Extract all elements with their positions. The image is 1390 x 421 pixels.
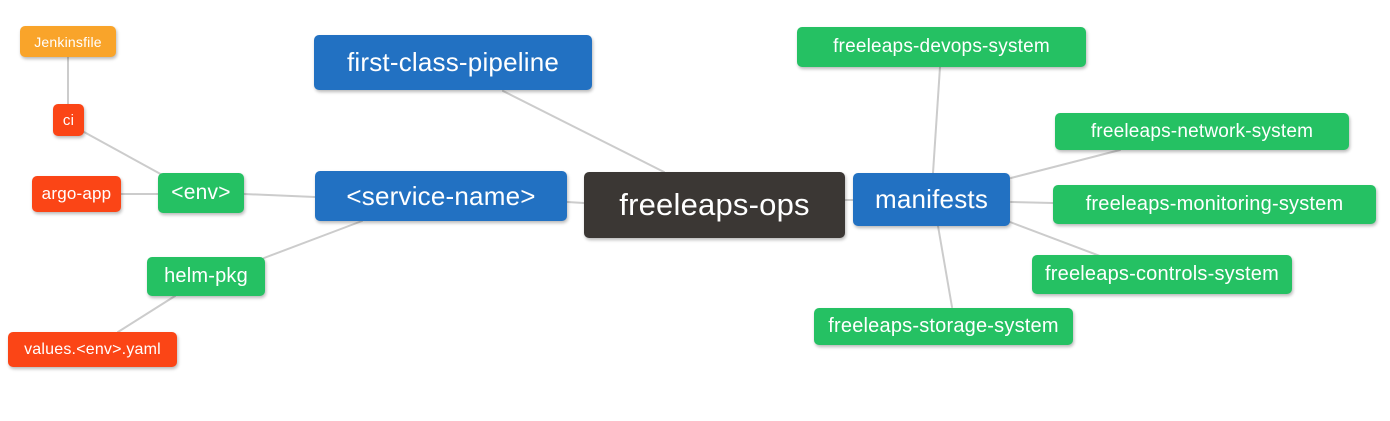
node-monitoring-system[interactable]: freeleaps-monitoring-system xyxy=(1053,185,1376,224)
edge-manifests-controls xyxy=(1009,221,1101,257)
node-argo-app[interactable]: argo-app xyxy=(32,176,121,212)
node-manifests[interactable]: manifests xyxy=(853,173,1010,226)
node-service-name[interactable]: <service-name> xyxy=(315,171,567,221)
node-jenkinsfile[interactable]: Jenkinsfile xyxy=(20,26,116,57)
edge-manifests-storage xyxy=(937,225,953,308)
edge-manifests-devops xyxy=(932,66,941,174)
node-storage-system[interactable]: freeleaps-storage-system xyxy=(814,308,1073,345)
node-devops-system[interactable]: freeleaps-devops-system xyxy=(797,27,1086,67)
node-freeleaps-ops-root[interactable]: freeleaps-ops xyxy=(584,172,845,238)
edge-helm-pkg-values xyxy=(117,295,176,333)
node-ci[interactable]: ci xyxy=(53,104,84,136)
edge-manifests-monitoring xyxy=(1010,201,1054,204)
edge-env-service-name xyxy=(243,193,316,198)
node-values-env-yaml[interactable]: values.<env>.yaml xyxy=(8,332,177,367)
edge-pipeline-ops xyxy=(502,90,665,173)
edge-service-name-helm-pkg xyxy=(263,220,363,259)
node-helm-pkg[interactable]: helm-pkg xyxy=(147,257,265,296)
edge-ci-env xyxy=(83,131,167,178)
edge-service-name-ops xyxy=(566,201,585,204)
node-network-system[interactable]: freeleaps-network-system xyxy=(1055,113,1349,150)
node-first-class-pipeline[interactable]: first-class-pipeline xyxy=(314,35,592,90)
edge-manifests-network xyxy=(1010,149,1121,179)
node-env[interactable]: <env> xyxy=(158,173,244,213)
node-controls-system[interactable]: freeleaps-controls-system xyxy=(1032,255,1292,294)
